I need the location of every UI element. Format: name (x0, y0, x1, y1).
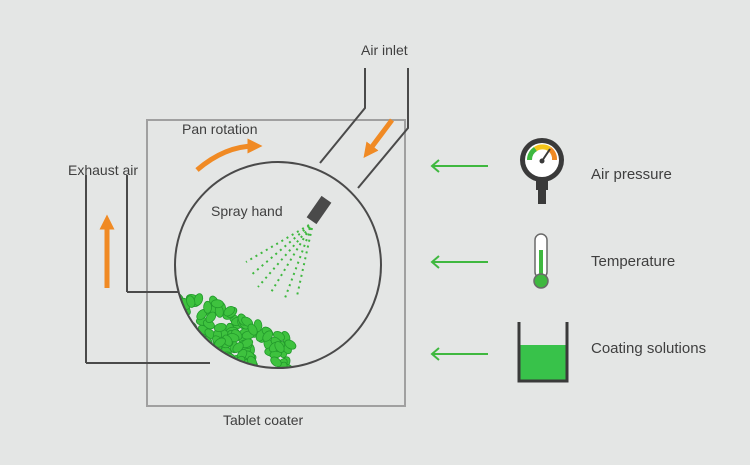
exhaust-duct (85, 175, 210, 364)
tablet (186, 295, 196, 308)
input-arrows (430, 159, 488, 361)
spray-nozzle (306, 195, 332, 225)
tablet (223, 305, 235, 317)
pressure-gauge-icon (520, 138, 564, 204)
tablet (200, 349, 213, 359)
liquid-beaker-icon (517, 322, 569, 383)
tablet (188, 362, 202, 368)
tablet-coater-label: Tablet coater (223, 412, 304, 428)
pan-rotation-label: Pan rotation (182, 121, 258, 137)
tablet (190, 335, 204, 345)
tablet (193, 293, 204, 306)
tablet (247, 323, 258, 336)
temperature-label: Temperature (591, 253, 676, 270)
tablet (179, 324, 189, 338)
tablet (211, 299, 224, 309)
tablet (224, 361, 237, 368)
pan-rotation-arrow (195, 138, 263, 172)
tablet (206, 359, 218, 368)
air-inlet-label: Air inlet (361, 42, 408, 58)
tablet (197, 343, 209, 355)
air-inlet-duct-inner (357, 68, 409, 189)
spray-pattern (245, 224, 313, 299)
exhaust-duct-inner (126, 175, 178, 293)
tablet (223, 364, 236, 368)
tablet (274, 341, 285, 353)
tablet (175, 335, 187, 345)
air-pressure-label: Air pressure (591, 166, 672, 183)
tablet (262, 330, 274, 342)
tablet-coater-housing (146, 119, 406, 407)
tablet (205, 311, 217, 323)
tablet (203, 300, 213, 314)
tablet (284, 339, 297, 350)
tablet (178, 341, 190, 354)
exhaust-air-label: Exhaust air (68, 162, 139, 178)
tablet (184, 348, 198, 358)
tablet (175, 322, 187, 331)
coating-solutions-label: Coating solutions (591, 340, 707, 357)
coating-pan (174, 161, 382, 369)
thermometer-icon (533, 233, 549, 289)
tablet-pile (175, 292, 297, 368)
tablet (270, 356, 282, 368)
spray-hand-label: Spray hand (211, 203, 283, 219)
tablet (179, 339, 190, 353)
tablet (232, 342, 244, 353)
air-inlet-duct-outer (319, 68, 366, 164)
tablet (175, 342, 185, 354)
tablet (183, 347, 196, 358)
tablet (219, 363, 229, 368)
tablet (179, 334, 191, 346)
air-inlet-arrow (363, 118, 394, 158)
tablet (178, 324, 191, 334)
tablet (213, 322, 227, 333)
